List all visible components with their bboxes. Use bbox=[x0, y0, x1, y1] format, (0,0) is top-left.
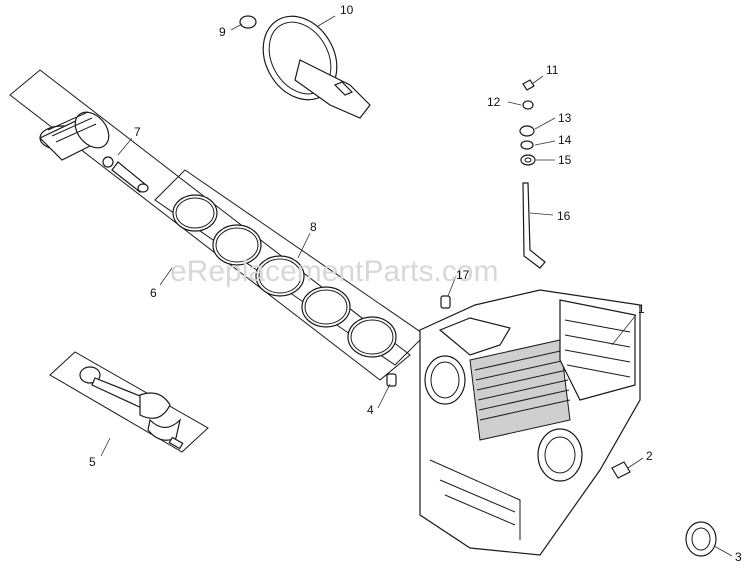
callout-12: 12 bbox=[487, 95, 501, 109]
piston-drawing bbox=[38, 111, 110, 161]
callout-10: 10 bbox=[340, 3, 354, 17]
callout-6: 6 bbox=[150, 286, 157, 300]
piston-rings bbox=[172, 194, 397, 358]
governor-small-parts bbox=[519, 79, 536, 166]
callout-8: 8 bbox=[310, 220, 317, 234]
callout-13: 13 bbox=[558, 111, 572, 125]
connecting-rod-drawing bbox=[79, 366, 184, 450]
callout-16: 16 bbox=[557, 209, 571, 223]
callout-11: 11 bbox=[546, 63, 559, 77]
camshaft-drawing bbox=[239, 15, 371, 119]
callout-4: 4 bbox=[367, 403, 374, 417]
piston-pin-and-clip bbox=[102, 156, 149, 193]
callout-1: 1 bbox=[638, 302, 645, 316]
leader-lines bbox=[100, 15, 733, 557]
callout-3: 3 bbox=[735, 550, 742, 564]
drain-plug-drawing bbox=[611, 461, 631, 479]
governor-shaft-drawing bbox=[522, 182, 546, 269]
callout-9: 9 bbox=[219, 25, 226, 39]
callout-17: 17 bbox=[456, 268, 470, 282]
watermark: eReplacementParts.com bbox=[170, 255, 499, 288]
piston-assembly-group-box bbox=[9, 69, 411, 381]
bushing-drawings bbox=[386, 295, 451, 387]
crankcase-drawing bbox=[419, 289, 641, 556]
callout-15: 15 bbox=[558, 153, 572, 167]
callout-14: 14 bbox=[558, 133, 572, 147]
oil-seal-drawing bbox=[685, 521, 717, 557]
callout-7: 7 bbox=[134, 125, 141, 139]
callout-5: 5 bbox=[89, 455, 96, 469]
callout-2: 2 bbox=[646, 449, 653, 463]
connecting-rod-group-box bbox=[49, 351, 209, 453]
